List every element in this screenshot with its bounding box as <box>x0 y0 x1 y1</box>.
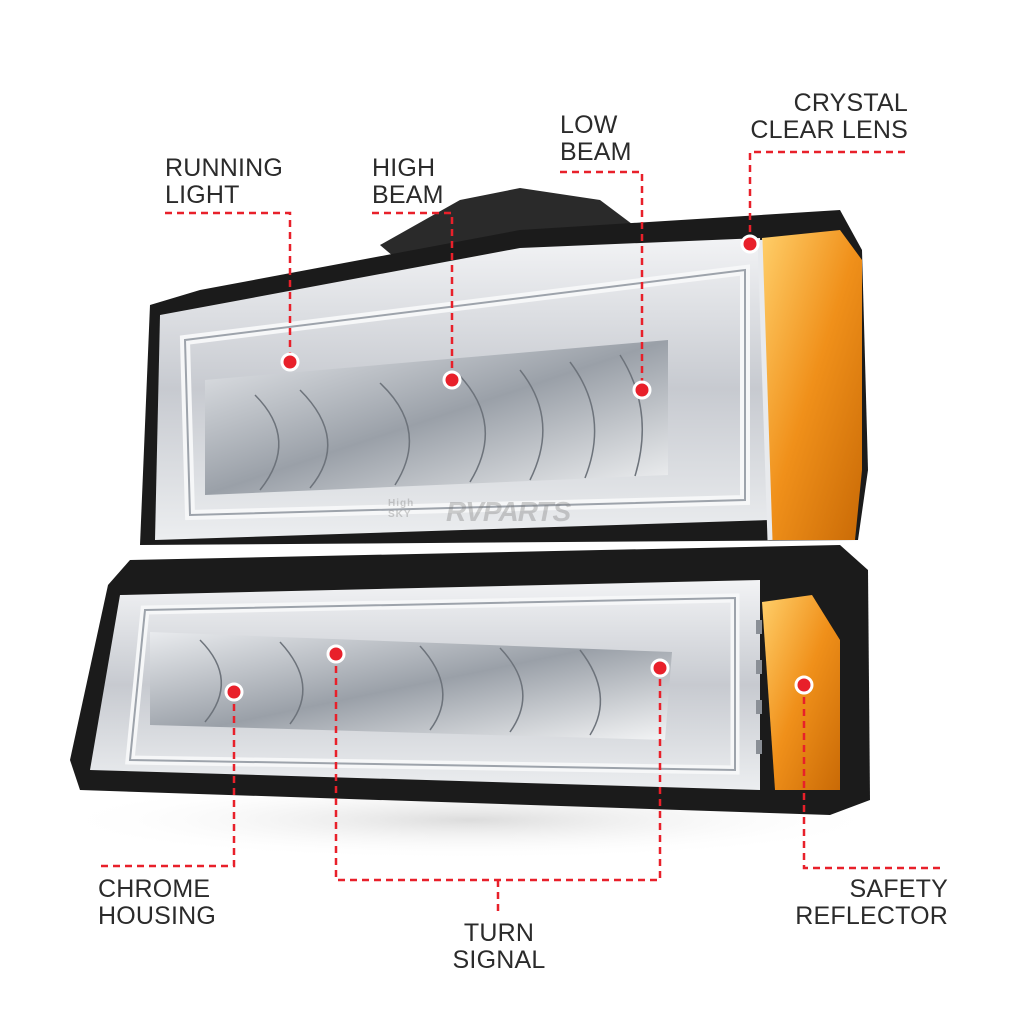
label-high-beam: HIGH BEAM <box>372 155 444 209</box>
label-crystal-clear-lens-line-1: CRYSTAL <box>793 89 908 117</box>
label-chrome-housing: CHROME HOUSING <box>98 876 216 930</box>
bumper-light-lens <box>150 632 672 740</box>
chrome-housing-dot <box>224 682 244 702</box>
label-crystal-clear-lens-line-2: CLEAR LENS <box>750 116 908 144</box>
callout-dots <box>224 234 814 702</box>
marker-clips <box>756 620 762 754</box>
label-safety-reflector-line-1: SAFETY <box>849 875 948 903</box>
crystal-lens-dot <box>740 234 760 254</box>
low-beam-dot <box>632 380 652 400</box>
bumper-light-bar-edge <box>128 596 736 772</box>
bumper-reflector-facets <box>199 639 602 736</box>
label-low-beam: LOW BEAM <box>560 112 632 166</box>
label-running-light: RUNNING LIGHT <box>165 155 283 209</box>
label-chrome-housing-line-2: HOUSING <box>98 902 217 930</box>
label-chrome-housing-line-1: CHROME <box>98 875 211 903</box>
upper-amber-marker <box>762 230 862 540</box>
running-light-bar-edge <box>183 268 746 517</box>
upper-marker-chrome-strip <box>757 239 773 541</box>
label-crystal-clear-lens: CRYSTAL CLEAR LENS <box>742 90 908 144</box>
label-turn-signal-line-2: SIGNAL <box>452 946 546 974</box>
label-high-beam-line-1: HIGH <box>372 154 436 182</box>
label-low-beam-line-1: LOW <box>560 111 618 139</box>
turn-signal-dot-left <box>326 644 346 664</box>
high-beam-dot <box>442 370 462 390</box>
safety-reflector-dot <box>794 675 814 695</box>
label-high-beam-line-2: BEAM <box>372 181 444 209</box>
callout-lines <box>100 150 945 916</box>
running-light-dot <box>280 352 300 372</box>
label-turn-signal: TURN SIGNAL <box>440 920 558 974</box>
watermark-small-1: High <box>388 498 415 509</box>
reflector-facets <box>254 354 643 491</box>
label-running-light-line-2: LIGHT <box>165 181 240 209</box>
label-running-light-line-1: RUNNING <box>165 154 284 182</box>
label-turn-signal-line-1: TURN <box>463 919 535 947</box>
label-safety-reflector: SAFETY REFLECTOR <box>790 876 948 930</box>
headlight-lens <box>205 340 668 495</box>
turn-signal-dot-right <box>650 658 670 678</box>
label-safety-reflector-line-2: REFLECTOR <box>795 902 948 930</box>
label-low-beam-line-2: BEAM <box>560 138 632 166</box>
watermark-small-2: SKY <box>388 509 412 520</box>
watermark-brand: RVPARTS <box>446 496 571 527</box>
